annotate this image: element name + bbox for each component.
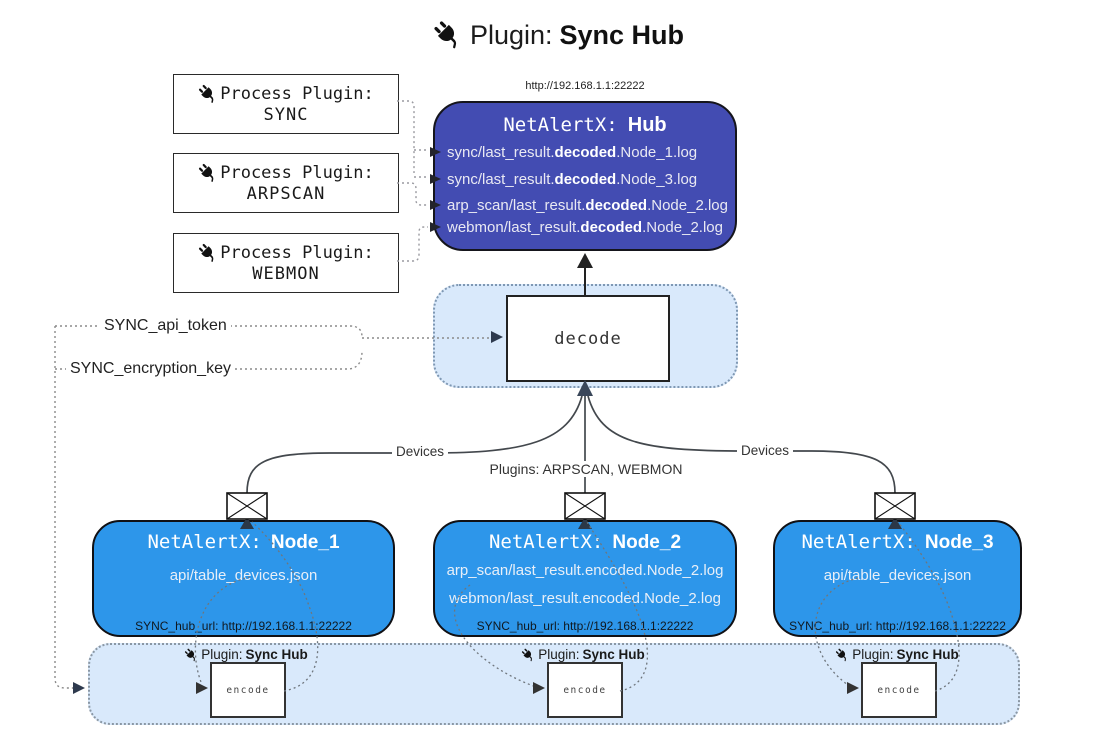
hub-title-label: NetAlertX:: [503, 114, 618, 136]
encode-box-1: encode: [210, 662, 286, 718]
encoder-label-name: Sync Hub: [582, 647, 645, 662]
hub-box: NetAlertX:Hub sync/last_result.decoded.N…: [433, 101, 737, 251]
encoder-label-name: Sync Hub: [245, 647, 308, 662]
hub-title: NetAlertX: Hub: [435, 114, 735, 137]
node-title-label: NetAlertX:: [147, 531, 262, 553]
process-plugin-name: SYNC: [263, 104, 309, 125]
decode-box: decode: [506, 295, 670, 382]
encoder-label: Plugin: Sync Hub: [835, 646, 959, 663]
encoder-label-prefix: Plugin:: [538, 647, 580, 662]
page-title-label: Plugin:: [469, 19, 553, 50]
process-plugin-arpscan-header: Process Plugin:: [198, 162, 374, 183]
hub-log-line: sync/last_result.decoded.Node_3.log: [447, 171, 697, 191]
envelope-icon: [874, 492, 916, 520]
hub-url: http://192.168.1.1:22222: [525, 80, 645, 92]
log-bold: decoded: [585, 197, 648, 214]
node-to-decode-curves: [246, 392, 896, 494]
plug-icon: [835, 648, 849, 662]
log-pre: arp_scan/last_result.: [447, 197, 586, 214]
encoder-label: Plugin: Sync Hub: [184, 646, 308, 663]
edge-label-plugins: Plugins: ARPSCAN, WEBMON: [485, 461, 687, 477]
hub-title-name: Hub: [627, 114, 667, 136]
node-title-label: NetAlertX:: [488, 531, 604, 553]
node-file: api/table_devices.json: [823, 567, 972, 584]
process-plugin-label: Process Plugin:: [220, 162, 374, 183]
plug-icon: [184, 648, 198, 662]
process-plugin-name: ARPSCAN: [246, 183, 326, 204]
envelope-icon: [564, 492, 606, 520]
node-1-box: NetAlertX:Node_1 api/table_devices.json …: [92, 520, 395, 637]
encoder-label-name: Sync Hub: [896, 647, 959, 662]
process-plugin-webmon: Process Plugin: WEBMON: [173, 233, 399, 293]
plug-icon: [198, 243, 218, 263]
plug-icon: [198, 84, 218, 104]
log-bold: decoded: [554, 144, 617, 161]
node-title: NetAlertX: Node_3: [775, 531, 1020, 554]
envelope-icon: [226, 492, 268, 520]
node-title-name: Node_2: [612, 532, 682, 553]
hub-bottom-arrow: [577, 253, 593, 268]
log-post: .Node_2.log: [642, 219, 723, 236]
page-title-name: Sync Hub: [559, 19, 685, 50]
process-plugin-name: WEBMON: [252, 263, 320, 284]
process-plugin-label: Process Plugin:: [220, 83, 374, 104]
process-plugin-sync: Process Plugin: SYNC: [173, 74, 399, 134]
encode-box-2: encode: [547, 662, 623, 718]
log-post: .Node_3.log: [616, 171, 698, 188]
plug-icon: [433, 20, 463, 50]
encoder-label: Plugin: Sync Hub: [521, 646, 645, 663]
node-title-label: NetAlertX:: [801, 531, 916, 553]
process-plugin-arpscan: Process Plugin: ARPSCAN: [173, 153, 399, 213]
config-api-token-label: SYNC_api_token: [100, 317, 231, 335]
node-title: NetAlertX: Node_2: [435, 531, 735, 554]
node-hub-url: SYNC_hub_url: http://192.168.1.1:22222: [135, 619, 352, 633]
node-file: arp_scan/last_result.encoded.Node_2.log: [446, 562, 724, 579]
edge-label-devices-right: Devices: [736, 443, 794, 458]
process-plugin-label: Process Plugin:: [220, 242, 374, 263]
edge-label-devices-left: Devices: [391, 444, 449, 459]
hub-log-line: webmon/last_result.decoded.Node_2.log: [447, 219, 723, 239]
config-encryption-key-label: SYNC_encryption_key: [66, 360, 235, 378]
hub-log-line: arp_scan/last_result.decoded.Node_2.log: [447, 197, 728, 217]
log-post: .Node_1.log: [616, 144, 698, 161]
hub-log-line: sync/last_result.decoded.Node_1.log: [447, 144, 697, 164]
node-title-name: Node_1: [270, 532, 340, 553]
encoder-label-prefix: Plugin:: [852, 647, 894, 662]
plugin-to-hub-connectors: [397, 100, 428, 262]
log-pre: sync/last_result.: [447, 171, 555, 188]
node-hub-url: SYNC_hub_url: http://192.168.1.1:22222: [789, 619, 1006, 633]
log-pre: sync/last_result.: [447, 144, 555, 161]
node-3-box: NetAlertX:Node_3 api/table_devices.json …: [773, 520, 1022, 637]
plug-icon: [198, 163, 218, 183]
panel-input-arrow: [73, 682, 85, 694]
node-2-box: NetAlertX: Node_2 arp_scan/last_result.en…: [433, 520, 737, 637]
log-bold: decoded: [580, 219, 643, 236]
process-plugin-sync-header: Process Plugin:: [198, 83, 374, 104]
node-hub-url: SYNC_hub_url: http://192.168.1.1:22222: [476, 619, 694, 633]
encode-box-3: encode: [861, 662, 937, 718]
log-bold: decoded: [554, 171, 617, 188]
page-title: Plugin: Sync Hub: [0, 14, 1117, 56]
node-file: api/table_devices.json: [169, 567, 318, 584]
log-post: .Node_2.log: [647, 197, 728, 214]
plug-icon: [521, 648, 535, 662]
encoder-label-prefix: Plugin:: [201, 647, 243, 662]
process-plugin-webmon-header: Process Plugin:: [198, 242, 374, 263]
log-pre: webmon/last_result.: [447, 219, 581, 236]
node-title: NetAlertX: Node_1: [94, 531, 393, 554]
node-file: webmon/last_result.encoded.Node_2.log: [449, 590, 721, 607]
node-title-name: Node_3: [924, 532, 994, 553]
